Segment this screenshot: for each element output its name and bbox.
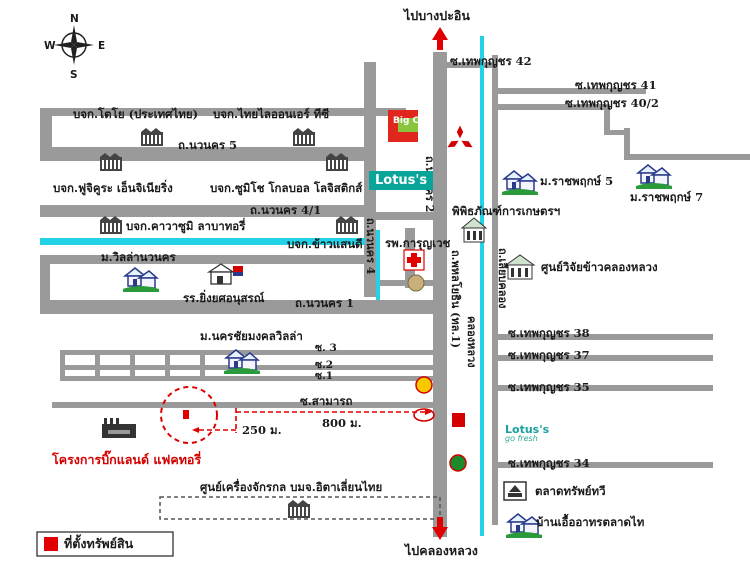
fuel-station-icon xyxy=(449,454,467,472)
big-c-logo xyxy=(388,110,418,142)
temple-icon xyxy=(407,274,425,292)
direction-arrows xyxy=(432,27,448,540)
road-navanakorn1-label: ถ.นวนคร 1 xyxy=(295,296,355,310)
market-icon xyxy=(503,481,527,501)
label-soi41: ซ.เทพกุญชร 41 xyxy=(575,78,657,92)
factory-icon xyxy=(100,216,122,234)
hospital-icon xyxy=(403,249,425,271)
direction-north-label: ไปบางปะอิน xyxy=(404,8,470,23)
label-soi34: ซ.เทพกุญชร 34 xyxy=(508,456,590,470)
property-radius-circle xyxy=(160,386,218,444)
label-machine-center: ศูนย์เครื่องจักรกล บมจ.อิตาเลี่ยนไทย xyxy=(200,480,383,494)
label-thai-lay: บจก.ไทยไลออนเอร์ ทีซี xyxy=(213,107,330,121)
label-sumisho: บจก.ซูมิโช โกลบอล โลจิสติกส์ xyxy=(210,181,363,195)
shell-logo xyxy=(415,376,433,394)
road-network xyxy=(40,52,750,537)
rice-center-building-icon xyxy=(504,254,536,280)
house-icon xyxy=(635,164,673,190)
compass-w: W xyxy=(44,40,56,52)
compass-n: N xyxy=(70,13,79,25)
label-toyo: บจก.โตโย (ประเทศไทย) xyxy=(73,107,199,121)
legend-swatch xyxy=(44,537,58,551)
soi-samakkhi-label: ซ.สามารถ xyxy=(300,394,353,408)
label-rice-mill: บจก.ข้าวแสนดี xyxy=(287,237,363,251)
road-navanakorn4-label: ถ.นวนคร 4 xyxy=(364,218,377,275)
school-icon xyxy=(206,263,243,285)
label-soi40-2: ซ.เทพกุญชร 40/2 xyxy=(565,96,659,110)
bigland-factory-icon xyxy=(102,418,136,438)
lotus-go-fresh-name: Lotus's xyxy=(505,423,550,436)
label-ua-house: บ้านเอื้ออาทรตลาดไท xyxy=(536,515,645,529)
compass-e: E xyxy=(98,40,106,52)
road-phahonyothin-label: ถ.พหลโยธิน (ทล.1) xyxy=(449,250,462,349)
label-kawasumi: บจก.คาวาซูมิ ลาบาทอรี่ xyxy=(126,219,246,233)
label-museum: พิพิธภัณฑ์การเกษตรฯ xyxy=(452,204,561,218)
label-soi38: ซ.เทพกุญชร 38 xyxy=(508,326,590,340)
factory-icon xyxy=(293,128,315,146)
lotus-store-logo: Lotus's xyxy=(369,171,434,190)
museum-building-icon xyxy=(460,217,488,243)
soi1-label: ซ.1 xyxy=(315,370,334,382)
suzuki-logo xyxy=(452,413,465,427)
label-distance-250: 250 ม. xyxy=(242,423,282,437)
label-villa-nakorn: ม.วิลล่านวนคร xyxy=(101,250,176,264)
mitsubishi-logo xyxy=(447,125,473,148)
compass-s: S xyxy=(70,69,78,81)
soi3-label: ซ. 3 xyxy=(315,342,337,354)
big-c-text: Big C xyxy=(393,116,420,126)
label-nakornchai: ม.นครชัยมงคลวิลล่า xyxy=(200,329,303,343)
lotus-go-fresh-sub: go fresh xyxy=(505,434,538,443)
label-market: ตลาดทรัพย์ทวี xyxy=(535,484,606,498)
direction-south-label: ไปคลองหลวง xyxy=(405,543,478,558)
legend-box xyxy=(36,531,174,557)
house-icon xyxy=(501,170,539,196)
canals xyxy=(40,36,484,536)
factory-icon xyxy=(336,216,358,234)
compass-rose-icon xyxy=(54,25,94,65)
label-soi37: ซ.เทพกุญชร 37 xyxy=(508,348,590,362)
machine-center-outline xyxy=(159,496,441,520)
label-fujikura: บจก.ฟูจิคูระ เอ็นจิเนียริ่ง xyxy=(53,181,173,195)
label-rice-center: ศูนย์วิจัยข้าวคลองหลวง xyxy=(541,260,658,274)
klong-luang-canal-label: คลองหลวง xyxy=(465,316,478,368)
house-icon xyxy=(122,267,160,293)
road-navanakorn5-label: ถ.นวนคร 5 xyxy=(178,138,238,152)
label-soi42: ซ.เทพกุญชร 42 xyxy=(450,54,532,68)
label-hospital: รพ.การุญเวช xyxy=(385,236,451,250)
road-frontage-label: ถ.เลียบคลอง xyxy=(496,248,509,309)
label-school: รร.ยิ่งยศอนุสรณ์ xyxy=(183,291,265,305)
factory-icon xyxy=(288,500,310,518)
distance-arrows xyxy=(199,408,425,433)
road-navanakorn4-1-label: ถ.นวนคร 4/1 xyxy=(250,203,322,217)
soi2-label: ซ.2 xyxy=(315,359,334,371)
label-soi35: ซ.เทพกุญชร 35 xyxy=(508,380,590,394)
toyota-logo xyxy=(413,408,435,422)
factory-icon xyxy=(141,128,163,146)
label-rachaphruek7: ม.ราชพฤกษ์ 7 xyxy=(630,190,704,204)
lotus-go-fresh-logo: Lotus's go fresh xyxy=(505,424,549,443)
legend-property-label: ที่ตั้งทรัพย์สิน xyxy=(64,536,134,551)
label-distance-800: 800 ม. xyxy=(322,416,362,430)
property-marker xyxy=(183,410,189,419)
label-project: โครงการบิ๊กแลนด์ แฟคทอรี่ xyxy=(52,452,202,467)
label-rachaphruek5: ม.ราชพฤกษ์ 5 xyxy=(540,174,614,188)
